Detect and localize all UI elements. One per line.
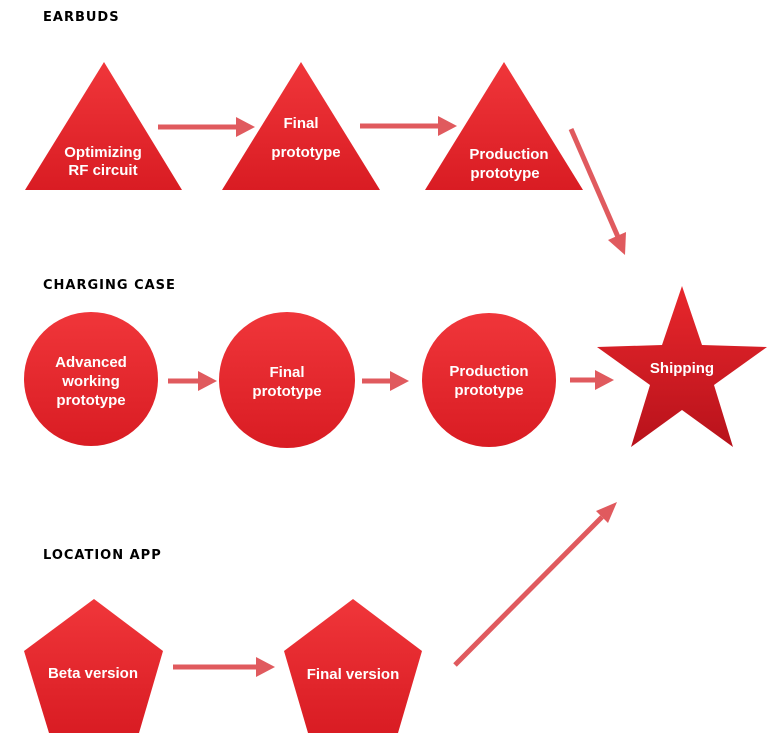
app-step-final-version: Final version xyxy=(284,599,422,733)
location-app-section-title: LOCATION APP xyxy=(43,548,162,563)
earbuds-step-production-prototype: Production prototype xyxy=(425,62,583,190)
earbuds-section-title: EARBUDS xyxy=(43,10,120,25)
step-label: working xyxy=(61,373,120,390)
goal-label: Shipping xyxy=(650,360,714,377)
step-label: prototype xyxy=(454,382,523,399)
earbuds-step-final-prototype: Final prototype xyxy=(222,62,380,190)
step-label: Advanced xyxy=(55,354,127,371)
step-label: Final xyxy=(283,115,318,132)
app-step-beta-version: Beta version xyxy=(24,599,163,733)
step-label: RF circuit xyxy=(68,162,137,179)
step-label: prototype xyxy=(252,383,321,400)
step-label: Final xyxy=(269,364,304,381)
flow-arrow xyxy=(568,128,626,255)
flow-arrow xyxy=(158,117,255,137)
step-label: prototype xyxy=(271,144,340,161)
flow-arrow xyxy=(570,370,614,390)
charging-case-section-title: CHARGING CASE xyxy=(43,278,176,293)
step-label: prototype xyxy=(470,165,539,182)
step-label: prototype xyxy=(56,392,125,409)
earbuds-step-optimizing: Optimizing RF circuit xyxy=(25,62,182,190)
charging-step-final-prototype: Final prototype xyxy=(219,312,355,448)
flow-arrow xyxy=(168,371,217,391)
shipping-goal-star: Shipping xyxy=(597,286,767,447)
step-label: Production xyxy=(449,363,528,380)
step-label: Optimizing xyxy=(64,144,142,161)
charging-step-production-prototype: Production prototype xyxy=(422,313,556,447)
flow-arrow xyxy=(173,657,275,677)
step-label: Final version xyxy=(307,666,400,683)
step-label: Beta version xyxy=(48,665,138,682)
step-label: Production xyxy=(469,146,548,163)
flow-arrow xyxy=(453,502,617,667)
flow-arrow xyxy=(360,116,457,136)
flow-arrow xyxy=(362,371,409,391)
charging-step-advanced-working-prototype: Advanced working prototype xyxy=(24,312,158,446)
